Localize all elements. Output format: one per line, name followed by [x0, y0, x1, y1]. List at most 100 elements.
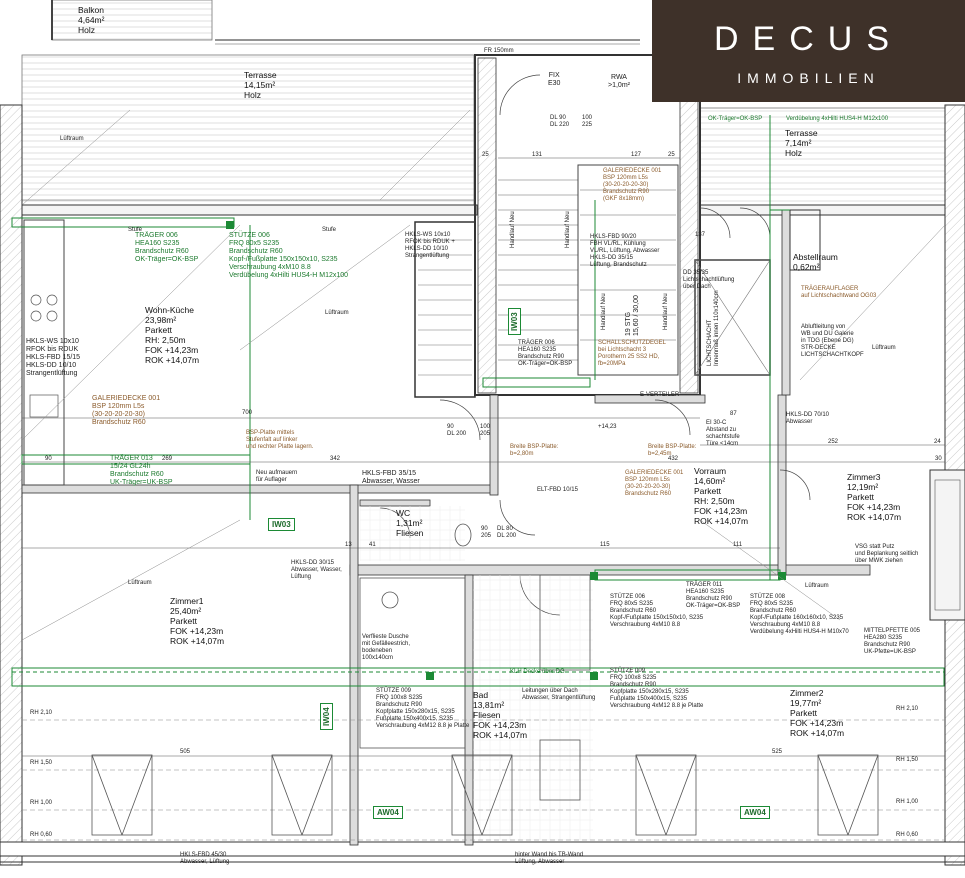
note-vsg: VSG statt Putz und Beplankung seitlich ü… [855, 544, 919, 564]
note-lueftraum-4: Lüftraum [805, 583, 829, 589]
top-wall-right [699, 204, 946, 216]
room-bad: Bad 13,81m² Fliesen FOK +14,23m ROK +14,… [473, 690, 528, 740]
tag-aw04-a: AW04 [373, 806, 403, 819]
rh-100-left: RH 1,00 [30, 800, 53, 806]
top-wall-left [21, 204, 478, 216]
note-hkls-fbd-4530: HKLS-FBD 45/30 Abwasser, Lüftung [180, 852, 230, 865]
dim-25-a: 25 [482, 152, 489, 158]
note-stufe-1: Stufe [128, 227, 143, 233]
dim-25-b: 25 [668, 152, 675, 158]
note-breite-1: Breite BSP-Platte: b=2,80m [510, 444, 559, 457]
logo-subtitle: IMMOBILIEN [737, 70, 880, 86]
note-galeriedecke-001-c: GALERIEDECKE 001 BSP 120mm L5s (30-20-20… [625, 470, 684, 497]
dim-100-225: 100 225 [582, 115, 593, 128]
dim-90-205: 90 205 [481, 526, 492, 539]
dim-432: 432 [668, 456, 679, 462]
dim-90: 90 [45, 456, 52, 462]
dim-505: 505 [180, 749, 191, 755]
note-lueftraum-2: Lüftraum [128, 580, 152, 586]
room-zimmer1: Zimmer1 25,40m² Parkett FOK +14,23m ROK … [170, 596, 225, 646]
dim-115: 115 [600, 542, 610, 548]
note-handlauf-4: Handlauf Neu [663, 293, 669, 330]
note-traeger-013: TRÄGER 013 15/24 GL24h Brandschutz R60 U… [110, 455, 173, 486]
rh-060-left: RH 0,60 [30, 832, 53, 838]
note-hkls-dd-7010: HKLS-DD 70/10 Abwasser [786, 412, 830, 425]
note-galeriedecke-001-b: GALERIEDECKE 001 BSP 120mm L5s (30-20-20… [603, 168, 662, 202]
note-stuetze-009: STÜTZE 009 FRQ 100x8 S235 Brandschutz R9… [376, 688, 470, 729]
rh-100-right: RH 1,00 [896, 799, 919, 805]
dim-252: 252 [828, 439, 839, 445]
note-fr: FR 150mm [484, 48, 514, 54]
balkon-decking [51, 0, 213, 41]
rh-150-right: RH 1,50 [896, 757, 919, 763]
note-lueftraum-5: Lüftraum [60, 136, 84, 142]
room-terrasse2: Terrasse 7,14m² Holz [785, 128, 818, 158]
note-stufe-2: Stufe [322, 227, 337, 233]
note-verduebelung-top: Verdübelung 4xHilti HUS4-H M12x100 [786, 116, 889, 122]
dim-700: 700 [242, 410, 253, 416]
note-traeger-011: TRÄGER 011 HEA160 S235 Brandschutz R90 O… [686, 582, 741, 609]
left-stair [414, 221, 476, 398]
room-terrasse: Terrasse 14,15m² Holz [244, 70, 277, 100]
note-handlauf-2: Handlauf Neu [565, 211, 571, 248]
tag-iw03-b: IW03 [508, 308, 521, 335]
dim-90-dl200: 90 DL 200 [447, 424, 467, 437]
rh-210-left: RH 2,10 [30, 710, 53, 716]
note-hkls-ws-mid: HKLS-WS 10x10 RFOK bis RDUK + HKLS-DD 10… [405, 232, 455, 259]
tag-iw03-a: IW03 [268, 518, 295, 531]
shower [359, 577, 466, 749]
tag-iw04: IW04 [320, 703, 333, 730]
wc-floor [360, 506, 465, 561]
note-lichtschacht: LICHTSCHACHT Innenmaß innen 110x140cm [707, 290, 720, 366]
logo-wordmark: DECUS [713, 20, 904, 58]
note-leitungen: Leitungen über Dach Abwasser, Strangentl… [522, 688, 596, 701]
note-e-verteiler: E-VERTEILER [640, 392, 680, 398]
note-handlauf-1: Handlauf Neu [510, 211, 516, 248]
dim-342: 342 [330, 456, 341, 462]
note-stg: 19 STG 15,60 / 30,00 [625, 295, 640, 336]
note-hkls-left: HKLS-WS 10x10 RFOK bis RDUK HKLS-FBD 15/… [26, 338, 81, 377]
note-traeger-006-a: TRÄGER 006 HEA160 S235 Brandschutz R60 O… [135, 232, 199, 263]
note-rwa: RWA >1,0m² [608, 74, 630, 89]
note-fix-e30: FIX E30 [548, 72, 561, 87]
dim-24: 24 [934, 439, 941, 445]
dim-137: 137 [695, 232, 706, 238]
terrasse2-decking [699, 107, 946, 209]
note-ei30: EI 30-C Abstand zu schachtstufe Türe <14… [706, 420, 740, 447]
note-elt-fbd: ELT-FBD 10/15 [537, 487, 578, 493]
note-klh-decke: KLH Decke über DG [510, 669, 565, 675]
note-handlauf-3: Handlauf Neu [601, 293, 607, 330]
note-stuetze-006-a: STÜTZE 006 FRQ 80x5 S235 Brandschutz R60… [229, 232, 349, 279]
note-breite-2: Breite BSP-Platte: b=2,45m [648, 444, 697, 457]
note-lueftraum-1: Lüftraum [325, 310, 349, 316]
bottom-wall [0, 841, 965, 857]
note-lueftraum-3: Lüftraum [872, 345, 896, 351]
room-vorraum: Vorraum 14,60m² Parkett RH: 2,50m FOK +1… [694, 466, 749, 526]
note-stuetze-008: STÜTZE 008 FRQ 80x5 S235 Brandschutz R60… [750, 594, 849, 635]
room-zimmer3: Zimmer3 12,19m² Parkett FOK +14,23m ROK … [847, 472, 902, 522]
dim-1423: +14,23 [598, 424, 617, 430]
bad-floor [473, 575, 593, 840]
tag-aw04-b: AW04 [740, 806, 770, 819]
dim-269: 269 [162, 456, 173, 462]
note-hinter-wand: hinter Wand bis TB-Wand Lüftung, Abwasse… [515, 852, 584, 865]
note-ok-traeger-top: OK-Träger=OK-BSP [708, 116, 763, 122]
outer-wall-left [0, 104, 23, 866]
rh-210-right: RH 2,10 [896, 706, 919, 712]
note-dd-3535: DD 35/35 Lichtschachtlüftung über Dach [683, 270, 735, 290]
note-hkls-fbd-3515: HKLS-FBD 35/15 Abwasser, Wasser [362, 470, 420, 485]
dim-dl90-dl220: DL 90 DL 220 [550, 115, 570, 128]
note-galeriedecke-001-a: GALERIEDECKE 001 BSP 120mm L5s (30-20-20… [92, 395, 161, 426]
note-traegerauflager: TRÄGERAUFLAGER auf Lichtschachtwand OG03 [801, 286, 877, 299]
room-wc: WC 1,31m² Fliesen [396, 508, 424, 538]
room-zimmer2: Zimmer2 19,77m² Parkett FOK +14,23m ROK … [790, 688, 845, 738]
dim-13: 13 [345, 542, 352, 548]
note-mittelpfette: MITTELPFETTE 005 HEA280 S235 Brandschutz… [864, 628, 921, 655]
dim-111: 111 [733, 542, 743, 548]
dim-525: 525 [772, 749, 783, 755]
dim-100-205: 100 205 [480, 424, 491, 437]
note-dusche: Verflieste Dusche mit Gefälleestrich, bo… [362, 634, 411, 661]
dim-87: 87 [730, 411, 737, 417]
dim-131: 131 [532, 152, 543, 158]
